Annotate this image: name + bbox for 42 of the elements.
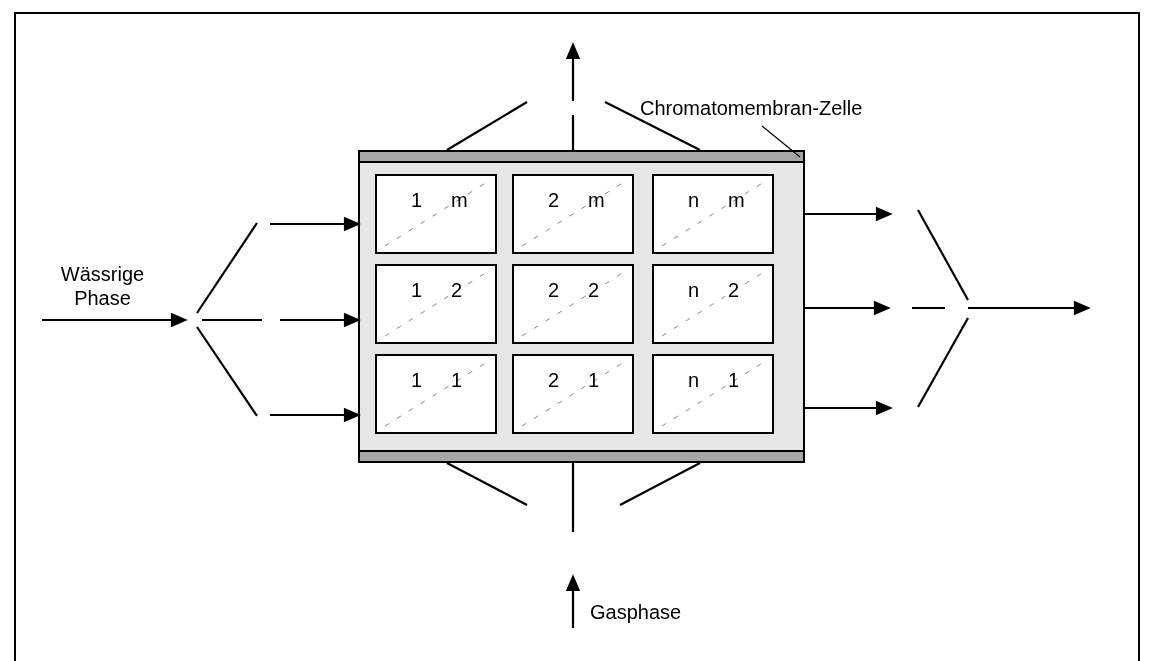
- component-name: Gasphase: [590, 601, 682, 623]
- membrane-bar: [358, 450, 805, 463]
- index-label: m: [451, 188, 468, 212]
- index-label: 2: [451, 278, 463, 302]
- flow-arrow: [566, 575, 581, 630]
- chamber-box: [375, 174, 497, 254]
- index-label: 1: [728, 368, 740, 392]
- chamber-box: [375, 354, 497, 434]
- index-label: m: [588, 188, 605, 212]
- index-label: n: [688, 278, 700, 302]
- chamber-box: [512, 174, 634, 254]
- index-label: m: [728, 188, 745, 212]
- index-label: 2: [588, 278, 600, 302]
- index-label: n: [688, 188, 700, 212]
- chamber-box: [652, 174, 774, 254]
- component-name: Chromatomembran-Zelle: [640, 97, 863, 119]
- index-label: 1: [451, 368, 463, 392]
- flow-arrow: [803, 207, 892, 222]
- flow-arrow: [195, 325, 360, 423]
- flow-arrow: [195, 217, 360, 315]
- chamber-box: [512, 354, 634, 434]
- index-label: 1: [411, 278, 423, 302]
- chamber-box: [512, 264, 634, 344]
- index-label: 2: [548, 278, 560, 302]
- leader-line: [761, 125, 801, 158]
- phase-label: Wässrige Phase: [59, 262, 146, 310]
- cell-panel: [358, 150, 805, 463]
- index-label: 2: [548, 188, 560, 212]
- flow-arrow: [803, 401, 892, 416]
- chamber-box: [652, 354, 774, 434]
- flow-arrow: [803, 301, 1090, 316]
- chamber-box: [375, 264, 497, 344]
- flow-arrow: [40, 313, 360, 328]
- chamber-box: [652, 264, 774, 344]
- flow-arrow: [445, 43, 702, 152]
- membrane-bar: [358, 150, 805, 163]
- index-label: 1: [411, 188, 423, 212]
- index-label: 2: [548, 368, 560, 392]
- index-label: 2: [728, 278, 740, 302]
- index-label: 1: [588, 368, 600, 392]
- index-label: n: [688, 368, 700, 392]
- index-label: 1: [411, 368, 423, 392]
